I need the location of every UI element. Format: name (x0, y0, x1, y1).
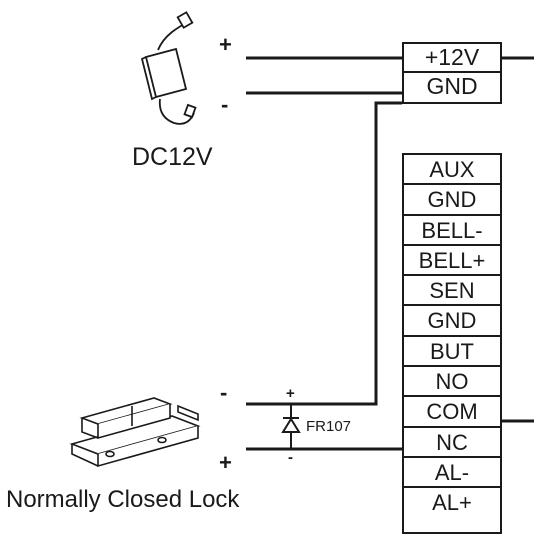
terminal-plus12v: +12V (404, 44, 500, 73)
psu-minus-sign: - (221, 92, 229, 117)
wire-gnd-to-lock (246, 101, 402, 406)
terminal-aux: AUX (404, 155, 500, 186)
psu-plus-sign: + (219, 32, 232, 57)
power-adapter-icon (140, 11, 197, 125)
lock-minus-sign: - (220, 380, 228, 405)
terminal-sen: SEN (404, 276, 500, 307)
diode-anode-sign: + (286, 385, 295, 402)
terminal-but: BUT (404, 337, 500, 368)
terminal-gnd: GND (426, 73, 478, 99)
power-terminal-block: +12V GND (402, 42, 502, 104)
lock-label: Normally Closed Lock (6, 486, 240, 513)
terminal-com: COM (404, 397, 500, 428)
io-terminal-block: AUX GND BELL- BELL+ SEN GND BUT NO COM N… (402, 153, 502, 534)
diode-cathode-sign: - (288, 449, 293, 466)
terminal-al-plus: AL+ (432, 490, 472, 516)
lock-plus-sign: + (219, 450, 232, 475)
terminal-bell-minus: BELL- (404, 216, 500, 246)
terminal-gnd-2: GND (404, 306, 500, 337)
electric-lock-icon (69, 397, 201, 468)
terminal-bell-plus: BELL+ (404, 246, 500, 277)
diode-label: FR107 (306, 418, 352, 435)
diode-symbol (281, 404, 301, 449)
terminal-gnd-1: GND (404, 185, 500, 216)
terminal-nc: NC (404, 428, 500, 458)
terminal-al-minus: AL- (404, 458, 500, 489)
terminal-no: NO (404, 367, 500, 398)
psu-label: DC12V (132, 143, 213, 171)
